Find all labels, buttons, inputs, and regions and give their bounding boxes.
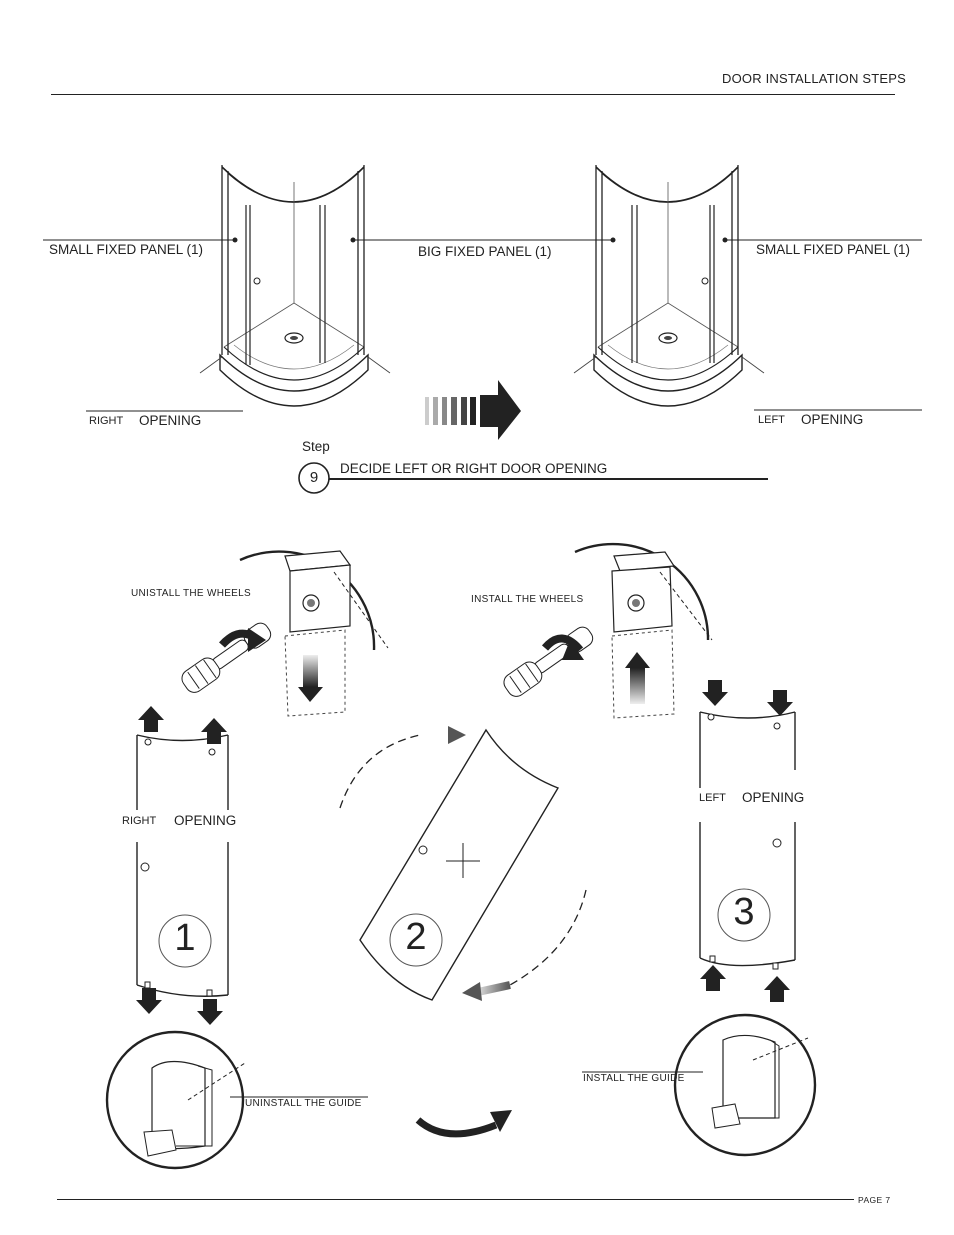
step-title: DECIDE LEFT OR RIGHT DOOR OPENING — [340, 461, 608, 476]
left-opening-word: OPENING — [801, 412, 864, 427]
curved-arrow-icon — [415, 1110, 512, 1138]
page-number: PAGE 7 — [858, 1195, 891, 1205]
right-opening-side: RIGHT — [89, 415, 124, 427]
uninstall-wheels-detail — [181, 550, 389, 717]
left-opening-side: LEFT — [758, 414, 785, 426]
shower-right-opening-diagram — [199, 164, 391, 407]
uninstall-guide-detail — [105, 1030, 368, 1170]
right-opening-word: OPENING — [139, 413, 202, 428]
header-rule — [51, 94, 895, 95]
door-panel-1 — [136, 706, 229, 1025]
page-header-title: DOOR INSTALLATION STEPS — [722, 71, 906, 86]
panel3-number: 3 — [733, 891, 755, 933]
shower-left-opening-diagram — [573, 164, 765, 407]
panel1-side-label: RIGHT — [122, 815, 157, 827]
step-number: 9 — [309, 469, 319, 486]
small-fixed-panel-label-right: SMALL FIXED PANEL (1) — [756, 242, 911, 257]
panel3-opening-label: OPENING — [742, 790, 805, 805]
door-panel-2 — [339, 726, 587, 1001]
panel1-opening-label: OPENING — [174, 813, 237, 828]
step-caption: Step — [302, 439, 330, 454]
uninstall-guide-label: UNINSTALL THE GUIDE — [245, 1098, 362, 1109]
small-fixed-panel-label-left: SMALL FIXED PANEL (1) — [49, 242, 204, 257]
panel3-side-label: LEFT — [699, 792, 726, 804]
transition-arrow-icon — [425, 380, 521, 440]
big-fixed-panel-label: BIG FIXED PANEL (1) — [418, 244, 552, 259]
install-guide-detail — [582, 1013, 817, 1157]
door-panel-3 — [699, 680, 796, 1002]
uninstall-wheels-label: UNISTALL THE WHEELS — [131, 588, 251, 599]
install-guide-label: INSTALL THE GUIDE — [583, 1073, 685, 1084]
install-wheels-detail — [503, 542, 713, 719]
panel1-number: 1 — [174, 917, 196, 959]
footer-rule — [57, 1199, 854, 1200]
install-wheels-label: INSTALL THE WHEELS — [471, 594, 584, 605]
panel2-number: 2 — [405, 916, 427, 958]
